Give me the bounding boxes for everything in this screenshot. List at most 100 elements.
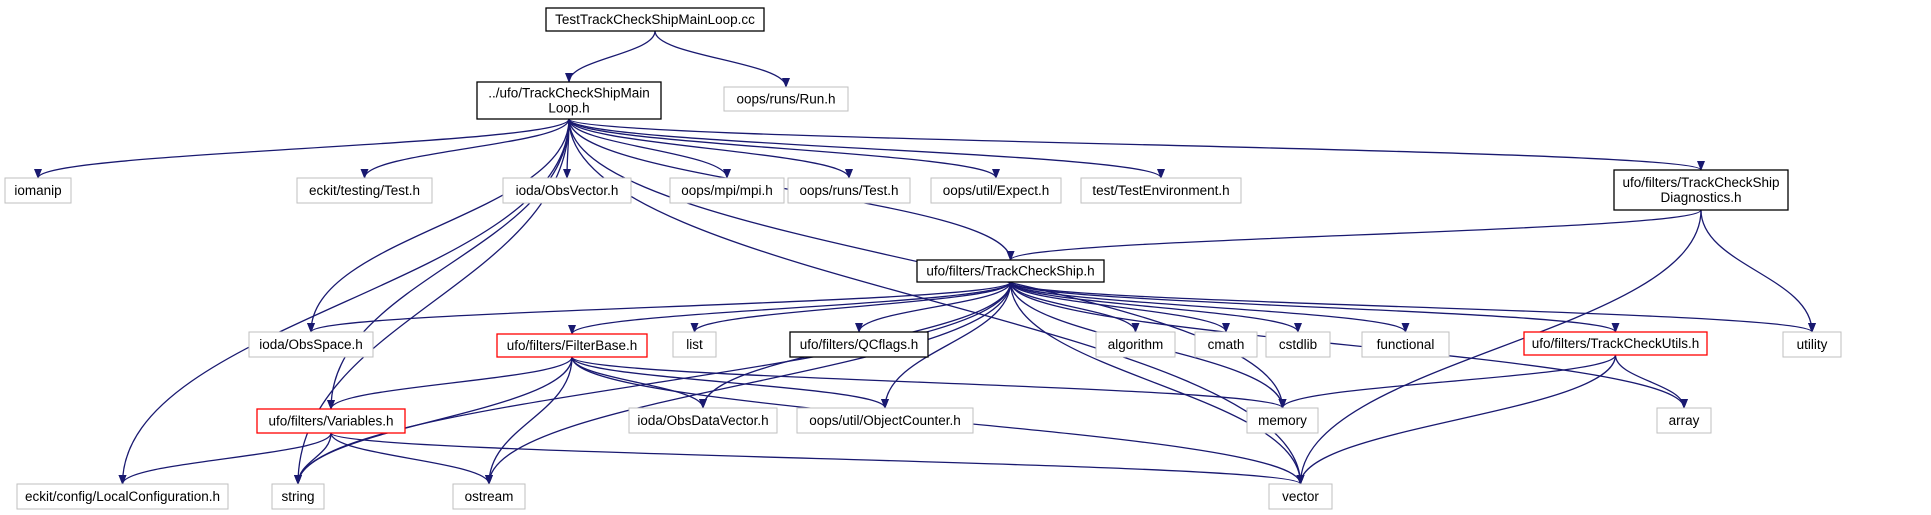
- edge-tcs-to-algorithm: [1009, 281, 1140, 333]
- node-expect-label: oops/util/Expect.h: [943, 183, 1050, 198]
- node-utility-label: utility: [1797, 337, 1828, 352]
- edge-tcutils-to-memory: [1278, 354, 1617, 409]
- node-algorithm[interactable]: algorithm: [1095, 331, 1176, 358]
- node-obsdatavector[interactable]: ioda/ObsDataVector.h: [628, 407, 778, 434]
- node-filterbase-label: ufo/filters/FilterBase.h: [507, 338, 638, 353]
- node-expect[interactable]: oops/util/Expect.h: [930, 177, 1062, 204]
- edge-filterbase-to-variables: [327, 356, 573, 410]
- edge-tcs-to-array: [1009, 281, 1688, 409]
- node-iomanip-label: iomanip: [14, 183, 61, 198]
- edge-variables-to-string: [294, 432, 332, 485]
- edge-mainloop-to-diag: [568, 118, 1705, 171]
- node-obsdatavector-box: [628, 407, 778, 434]
- node-obsvector-label: ioda/ObsVector.h: [516, 183, 619, 198]
- node-variables[interactable]: ufo/filters/Variables.h: [256, 408, 406, 434]
- node-ostream-label: ostream: [465, 489, 514, 504]
- node-testenv-box: [1080, 177, 1242, 204]
- node-tcs[interactable]: ufo/filters/TrackCheckShip.h: [916, 259, 1105, 283]
- edge-variables-to-localconfig: [118, 432, 332, 485]
- node-memory-label: memory: [1258, 413, 1307, 428]
- node-oopstest-box: [787, 177, 911, 204]
- node-obsvector-box: [502, 177, 632, 204]
- node-cmath[interactable]: cmath: [1194, 331, 1258, 358]
- edge-tcs-to-list: [690, 281, 1012, 333]
- node-qcflags[interactable]: ufo/filters/QCflags.h: [789, 331, 929, 358]
- node-filterbase-box: [496, 333, 648, 358]
- node-vector[interactable]: vector: [1268, 483, 1333, 510]
- node-eckittest[interactable]: eckit/testing/Test.h: [296, 177, 433, 204]
- node-algorithm-box: [1095, 331, 1176, 358]
- node-functional-label: functional: [1377, 337, 1435, 352]
- edge-tcs-to-qcflags: [855, 281, 1012, 333]
- node-array[interactable]: array: [1656, 407, 1712, 434]
- node-testenv[interactable]: test/TestEnvironment.h: [1080, 177, 1242, 204]
- edge-filterbase-to-memory: [571, 356, 1287, 409]
- node-mpi-box: [669, 177, 785, 204]
- node-vector-label: vector: [1282, 489, 1319, 504]
- node-eckittest-box: [296, 177, 433, 204]
- edge-mainloop-to-oopstest: [568, 118, 853, 179]
- node-cstdlib[interactable]: cstdlib: [1265, 331, 1331, 358]
- node-mainloop-label: ../ufo/TrackCheckShipMain: [488, 86, 650, 101]
- edge-mainloop-to-mpi: [568, 118, 731, 179]
- node-cstdlib-label: cstdlib: [1279, 337, 1317, 352]
- edge-diag-to-tcs: [1006, 209, 1702, 261]
- edge-layer: [34, 30, 1816, 485]
- node-mpi[interactable]: oops/mpi/mpi.h: [669, 177, 785, 204]
- node-obsspace-label: ioda/ObsSpace.h: [259, 337, 363, 352]
- node-localconfig[interactable]: eckit/config/LocalConfiguration.h: [16, 483, 229, 510]
- node-diag-box: [1613, 169, 1789, 211]
- node-obsvector[interactable]: ioda/ObsVector.h: [502, 177, 632, 204]
- node-root-box: [545, 7, 765, 32]
- node-filterbase[interactable]: ufo/filters/FilterBase.h: [496, 333, 648, 358]
- edge-tcs-to-obsspace: [307, 281, 1012, 333]
- node-obsspace[interactable]: ioda/ObsSpace.h: [248, 331, 374, 358]
- edge-tcs-to-cstdlib: [1009, 281, 1302, 333]
- node-functional-box: [1361, 331, 1450, 358]
- node-root-label: TestTrackCheckShipMainLoop.cc: [555, 12, 755, 27]
- node-layer: TestTrackCheckShipMainLoop.cc ../ufo/Trac…: [4, 7, 1842, 510]
- node-tcs-label: ufo/filters/TrackCheckShip.h: [926, 264, 1094, 279]
- node-mainloop[interactable]: ../ufo/TrackCheckShipMainLoop.h: [476, 81, 662, 120]
- edge-diag-to-utility: [1700, 209, 1816, 333]
- node-qcflags-box: [789, 331, 929, 358]
- node-obsdatavector-label: ioda/ObsDataVector.h: [637, 413, 768, 428]
- edge-mainloop-to-variables: [327, 118, 570, 410]
- edge-variables-to-ostream: [330, 432, 493, 485]
- edge-filterbase-to-objectcounter: [571, 356, 889, 409]
- node-objectcounter-label: oops/util/ObjectCounter.h: [809, 413, 961, 428]
- node-localconfig-label: eckit/config/LocalConfiguration.h: [25, 489, 220, 504]
- node-utility-box: [1782, 331, 1842, 358]
- node-qcflags-label: ufo/filters/QCflags.h: [800, 337, 919, 352]
- node-cstdlib-box: [1265, 331, 1331, 358]
- node-string[interactable]: string: [271, 483, 325, 510]
- node-tcs-box: [916, 259, 1105, 283]
- node-objectcounter[interactable]: oops/util/ObjectCounter.h: [796, 407, 974, 434]
- node-memory-box: [1246, 407, 1319, 434]
- edge-root-to-mainloop: [565, 30, 656, 83]
- node-ostream[interactable]: ostream: [452, 483, 526, 510]
- node-tcutils[interactable]: ufo/filters/TrackCheckUtils.h: [1523, 331, 1708, 356]
- edge-tcutils-to-array: [1614, 354, 1688, 409]
- node-memory[interactable]: memory: [1246, 407, 1319, 434]
- edge-tcs-to-utility: [1009, 281, 1816, 333]
- node-mpi-label: oops/mpi/mpi.h: [681, 183, 773, 198]
- node-tcutils-box: [1523, 331, 1708, 356]
- node-root[interactable]: TestTrackCheckShipMainLoop.cc: [545, 7, 765, 32]
- node-list-label: list: [686, 337, 703, 352]
- node-list[interactable]: list: [672, 331, 717, 358]
- edge-variables-to-vector: [330, 432, 1305, 485]
- node-oopstest[interactable]: oops/runs/Test.h: [787, 177, 911, 204]
- node-utility[interactable]: utility: [1782, 331, 1842, 358]
- node-array-label: array: [1669, 413, 1700, 428]
- node-iomanip[interactable]: iomanip: [4, 177, 72, 204]
- node-tcutils-label: ufo/filters/TrackCheckUtils.h: [1532, 336, 1700, 351]
- node-oopstest-label: oops/runs/Test.h: [799, 183, 898, 198]
- edge-tcs-to-filterbase: [568, 281, 1012, 335]
- node-functional[interactable]: functional: [1361, 331, 1450, 358]
- edge-tcs-to-vector: [1009, 281, 1305, 485]
- edge-tcs-to-cmath: [1009, 281, 1230, 333]
- node-run[interactable]: oops/runs/Run.h: [723, 86, 849, 112]
- node-variables-box: [256, 408, 406, 434]
